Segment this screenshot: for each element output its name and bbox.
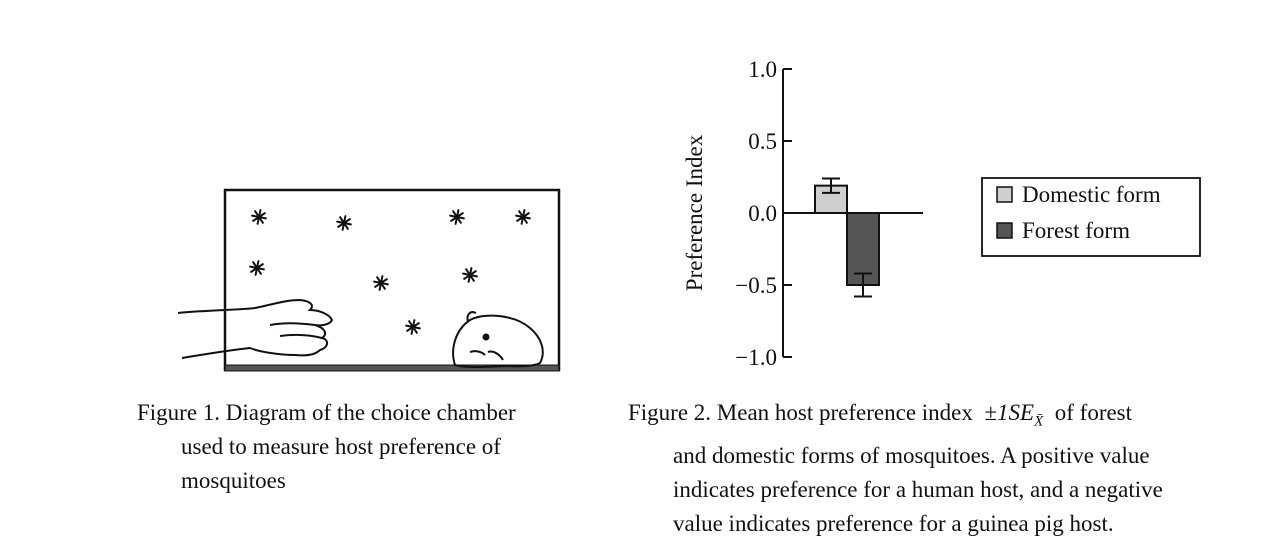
se-text: ±1SE	[984, 400, 1035, 425]
caption-line: value indicates preference for a guinea …	[673, 510, 1114, 536]
figure-2-caption: Figure 2. Mean host preference index ±1S…	[628, 396, 1278, 541]
legend-label-domestic: Domestic form	[1022, 182, 1161, 207]
y-tick-label: 1.0	[748, 57, 777, 82]
caption-after: of forest	[1054, 400, 1133, 425]
caption-line: mosquitoes	[181, 468, 286, 493]
y-tick-label: 0.0	[748, 201, 777, 226]
y-tick-label: 0.5	[748, 129, 777, 154]
legend: Domestic form Forest form	[981, 177, 1201, 257]
mosquito-icon	[462, 267, 478, 283]
preference-index-chart: Preference Index 1.0 0.5 0.0 −0.5 −1.0 Domes…	[682, 57, 1201, 370]
mosquito-icon	[405, 319, 421, 335]
mosquito-icon	[449, 209, 465, 225]
caption-line: used to measure host preference of	[181, 434, 501, 459]
figure-1-caption: Figure 1. Diagram of the choice chamber …	[137, 396, 607, 498]
guinea-pig	[452, 311, 544, 368]
caption-line: and domestic forms of mosquitoes. A posi…	[673, 442, 1150, 468]
caption-prefix: Figure 2. Mean host preference index	[628, 400, 973, 425]
y-axis-label: Preference Index	[682, 134, 707, 291]
caption-line: Figure 1. Diagram of the choice chamber	[137, 400, 516, 425]
legend-swatch-domestic	[996, 186, 1013, 203]
legend-box	[981, 177, 1201, 257]
y-tick-label: −0.5	[735, 273, 777, 298]
choice-chamber-diagram	[177, 188, 561, 372]
y-tick-label: −1.0	[735, 345, 777, 370]
mosquito-icon	[515, 209, 531, 225]
legend-swatch-forest	[996, 222, 1013, 239]
legend-label-forest: Forest form	[1022, 218, 1130, 243]
mosquitoes	[249, 209, 531, 335]
chamber-box	[223, 188, 561, 372]
mosquito-icon	[373, 275, 389, 291]
chamber-floor	[224, 364, 560, 372]
human-hand	[177, 298, 334, 359]
caption-se-symbol: ±1SEX̄	[984, 400, 1043, 430]
mosquito-icon	[336, 215, 352, 231]
mosquito-icon	[251, 209, 267, 225]
se-subscript: X̄	[1034, 413, 1044, 430]
caption-first-line: Figure 2. Mean host preference index ±1S…	[628, 396, 1278, 439]
caption-line: indicates preference for a human host, a…	[673, 476, 1163, 502]
mosquito-icon	[249, 260, 265, 276]
